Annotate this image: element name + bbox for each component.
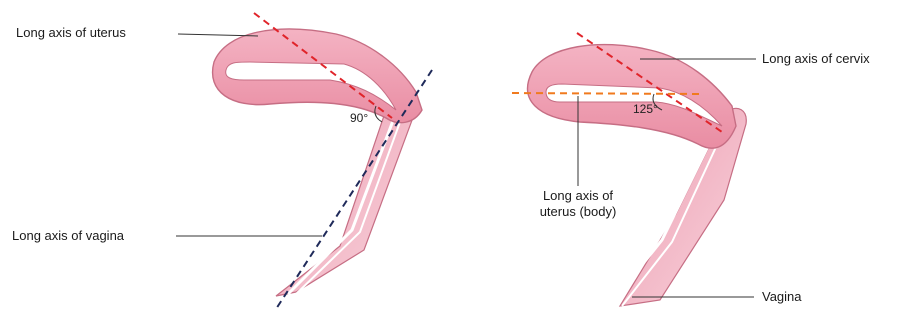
left-angle-label: 90°	[350, 111, 368, 125]
label-long-axis-of-uterus: Long axis of uterus	[16, 25, 126, 41]
left-uterus-body	[213, 29, 422, 123]
label-long-axis-of-cervix: Long axis of cervix	[762, 51, 870, 67]
label-long-axis-of-uterus-body: Long axis of uterus (body)	[528, 188, 628, 220]
right-angle-label: 125°	[633, 102, 658, 116]
label-long-axis-of-uterus-body-line1: Long axis of	[528, 188, 628, 204]
label-long-axis-of-uterus-body-line2: uterus (body)	[528, 204, 628, 220]
label-vagina: Vagina	[762, 289, 802, 305]
right-uterus-body	[528, 45, 736, 149]
label-long-axis-of-vagina: Long axis of vagina	[12, 228, 124, 244]
left-figure	[176, 13, 432, 309]
right-figure	[512, 33, 756, 306]
